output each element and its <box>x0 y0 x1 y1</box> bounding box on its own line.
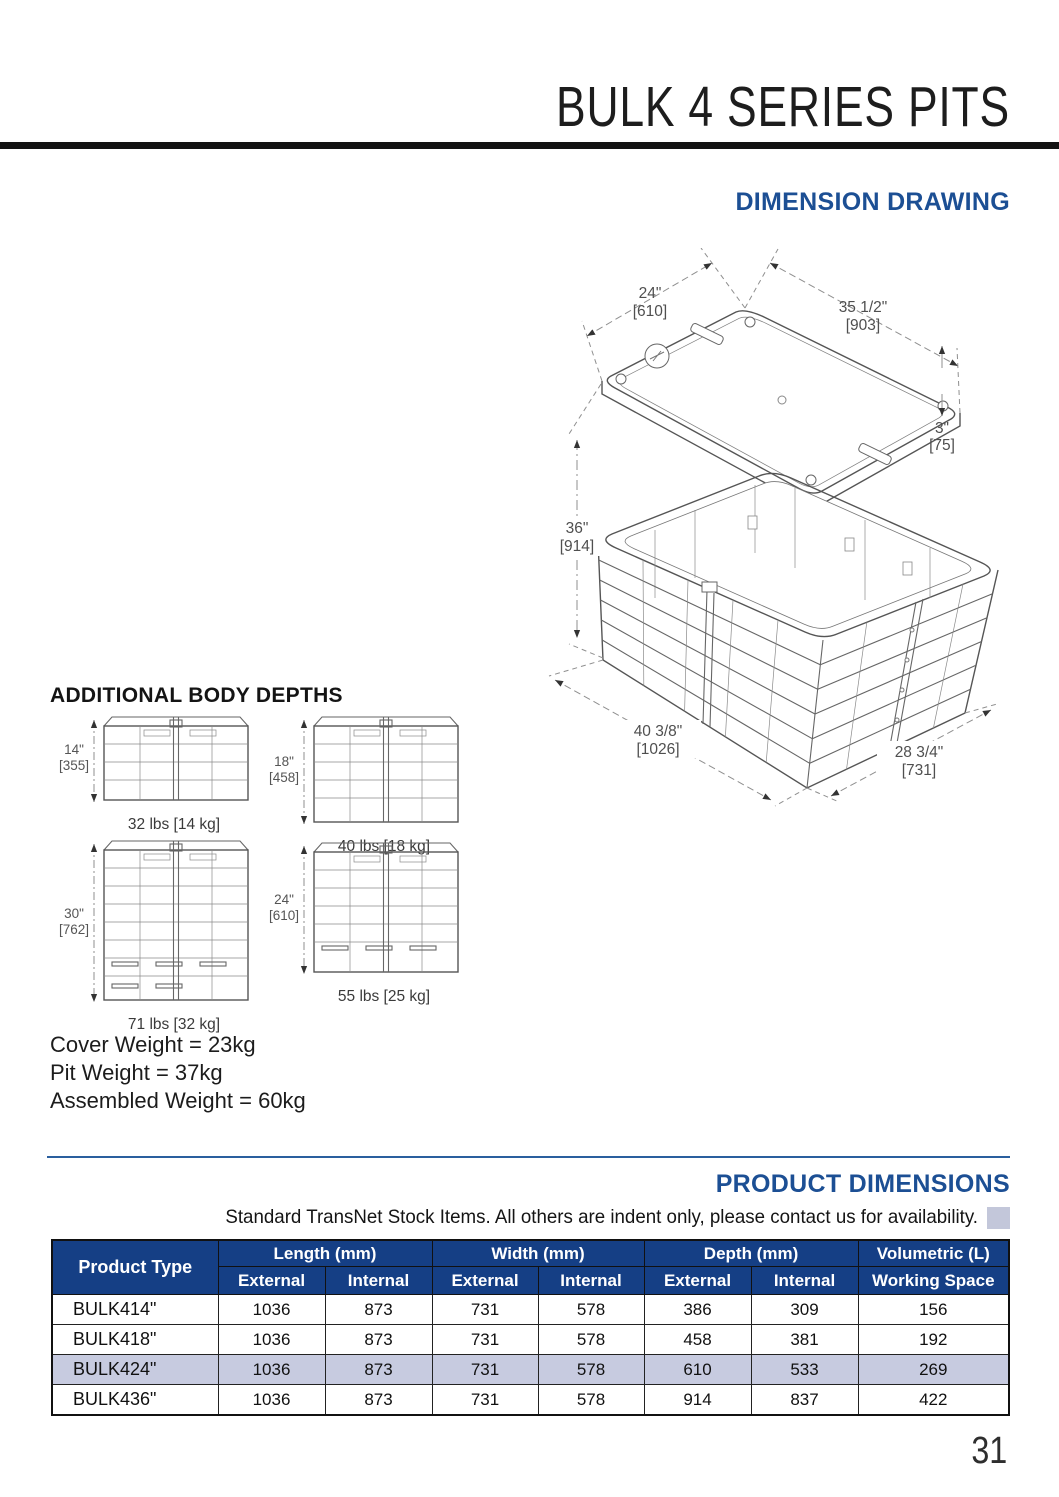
table-row-bulk418: BULK418" 1036 873 731 578 458 381 192 <box>51 1324 1010 1355</box>
cell-length-external: 1036 <box>217 1354 326 1385</box>
table-header-group-row: Product Type Length (mm) Width (mm) Dept… <box>51 1239 1010 1295</box>
body-width-label-in: 28 3/4" <box>895 744 944 761</box>
cell-product-type: BULK436" <box>51 1384 219 1416</box>
table-row-bulk424-highlighted: BULK424" 1036 873 731 578 610 533 269 <box>51 1354 1010 1385</box>
depth-label-mm: [458] <box>269 770 299 785</box>
body-depth-drawing-14: 14" [355] <box>59 716 249 802</box>
variant-weight-label: 32 lbs [14 kg] <box>127 816 221 833</box>
assembled-weight: Assembled Weight = 60kg <box>50 1088 306 1113</box>
depth-label-mm: [355] <box>59 758 89 773</box>
body-width-label-mm: [731] <box>902 762 936 779</box>
lid-length-label-mm: [903] <box>846 317 880 334</box>
depth-label-in: 14" <box>64 742 84 757</box>
body-depth-label-in: 36" <box>566 520 589 537</box>
page-title: BULK 4 SERIES PITS <box>556 75 1010 139</box>
cover-weight: Cover Weight = 23kg <box>50 1032 256 1057</box>
col-group-depth: Depth (mm) <box>643 1239 859 1267</box>
cell-depth-internal: 837 <box>750 1384 859 1416</box>
cell-length-internal: 873 <box>324 1324 433 1355</box>
lid-width-label-in: 24" <box>639 285 662 302</box>
body-depth-drawing-24: 24" [610] <box>269 842 459 974</box>
cell-length-external: 1036 <box>217 1324 326 1355</box>
cell-width-internal: 578 <box>537 1294 645 1325</box>
cell-width-internal: 578 <box>537 1354 645 1385</box>
section-divider <box>47 1156 1010 1158</box>
lid-thickness-label-in: 3" <box>935 420 949 437</box>
col-length-internal: Internal <box>324 1266 433 1295</box>
body-depth-variant-14: 14" [355] 32 lbs [14 kg] <box>52 712 252 834</box>
table-header-sub-row: External Internal External Internal Exte… <box>52 1266 1010 1295</box>
col-width-external: External <box>431 1266 539 1295</box>
cell-depth-external: 458 <box>643 1324 752 1355</box>
cell-width-external: 731 <box>431 1294 539 1325</box>
cell-depth-internal: 309 <box>750 1294 859 1325</box>
cell-depth-internal: 533 <box>750 1354 859 1385</box>
cell-volumetric: 156 <box>857 1294 1010 1325</box>
lid-width-label-mm: [610] <box>633 303 667 320</box>
cell-depth-internal: 381 <box>750 1324 859 1355</box>
stock-note-row: Standard TransNet Stock Items. All other… <box>194 1206 1010 1229</box>
col-width-internal: Internal <box>537 1266 645 1295</box>
col-depth-external: External <box>643 1266 752 1295</box>
table-row-bulk414: BULK414" 1036 873 731 578 386 309 156 <box>51 1294 1010 1325</box>
body-depth-variant-30: 30" [762] 71 lbs [32 kg] <box>52 836 252 1034</box>
variant-weight-label: 55 lbs [25 kg] <box>337 988 431 1005</box>
body-depth-drawing-18: 18" [458] <box>269 716 459 824</box>
cell-length-internal: 873 <box>324 1354 433 1385</box>
cell-length-internal: 873 <box>324 1384 433 1416</box>
col-group-length: Length (mm) <box>217 1239 433 1267</box>
depth-label-mm: [762] <box>59 922 89 937</box>
dimension-annotations: 24" [610] 35 1/2" [903] 3" [75] 36" [914… <box>548 248 998 807</box>
product-dimensions-heading: PRODUCT DIMENSIONS <box>715 1170 1010 1198</box>
col-length-external: External <box>217 1266 326 1295</box>
cell-length-external: 1036 <box>217 1294 326 1325</box>
dimension-drawing-heading: DIMENSION DRAWING <box>735 188 1010 216</box>
body-length-label-in: 40 3/8" <box>634 723 683 740</box>
cell-volumetric: 192 <box>857 1324 1010 1355</box>
pit-weight: Pit Weight = 37kg <box>50 1060 223 1085</box>
cell-volumetric: 269 <box>857 1354 1010 1385</box>
body-length-label-mm: [1026] <box>636 741 679 758</box>
cell-depth-external: 610 <box>643 1354 752 1385</box>
pit-isometric-drawing: 24" [610] 35 1/2" [903] 3" [75] 36" [914… <box>548 248 999 807</box>
col-working-space: Working Space <box>857 1266 1010 1295</box>
depth-label-in: 30" <box>64 906 84 921</box>
body-depth-drawing-30: 30" [762] <box>59 840 249 1002</box>
cell-width-external: 731 <box>431 1354 539 1385</box>
cell-width-external: 731 <box>431 1384 539 1416</box>
depth-label-in: 18" <box>274 754 294 769</box>
col-group-width: Width (mm) <box>431 1239 645 1267</box>
col-product-type: Product Type <box>51 1239 219 1295</box>
depth-label-mm: [610] <box>269 908 299 923</box>
body-depth-variant-24: 24" [610] 55 lbs [25 kg] <box>262 838 462 1006</box>
cell-width-internal: 578 <box>537 1324 645 1355</box>
cell-depth-external: 914 <box>643 1384 752 1416</box>
weights-block: Cover Weight = 23kg Pit Weight = 37kg As… <box>50 1031 306 1115</box>
lid-length-label-in: 35 1/2" <box>839 299 888 316</box>
col-volumetric: Volumetric (L) <box>857 1239 1010 1267</box>
col-depth-internal: Internal <box>750 1266 859 1295</box>
pit-lid-sketch <box>601 310 961 510</box>
cell-depth-external: 386 <box>643 1294 752 1325</box>
cell-product-type: BULK418" <box>51 1324 219 1355</box>
lid-thickness-label-mm: [75] <box>929 437 955 454</box>
product-dimensions-table: Product Type Length (mm) Width (mm) Dept… <box>51 1239 1011 1416</box>
depth-label-in: 24" <box>274 892 294 907</box>
cell-product-type: BULK414" <box>51 1294 219 1325</box>
cell-volumetric: 422 <box>857 1384 1010 1416</box>
body-depth-label-mm: [914] <box>560 538 594 555</box>
body-depth-variant-18: 18" [458] 40 lbs [18 kg] <box>262 712 462 856</box>
cell-width-internal: 578 <box>537 1384 645 1416</box>
header-divider <box>0 142 1059 149</box>
additional-body-depths-heading: ADDITIONAL BODY DEPTHS <box>50 684 343 707</box>
cell-product-type: BULK424" <box>51 1354 219 1385</box>
cell-length-internal: 873 <box>324 1294 433 1325</box>
stock-legend-swatch <box>987 1206 1010 1229</box>
variant-weight-label: 71 lbs [32 kg] <box>127 1016 221 1033</box>
table-row-bulk436: BULK436" 1036 873 731 578 914 837 422 <box>51 1384 1010 1416</box>
cell-length-external: 1036 <box>217 1384 326 1416</box>
page-number: 31 <box>971 1430 1007 1472</box>
stock-note: Standard TransNet Stock Items. All other… <box>225 1206 978 1228</box>
cell-width-external: 731 <box>431 1324 539 1355</box>
